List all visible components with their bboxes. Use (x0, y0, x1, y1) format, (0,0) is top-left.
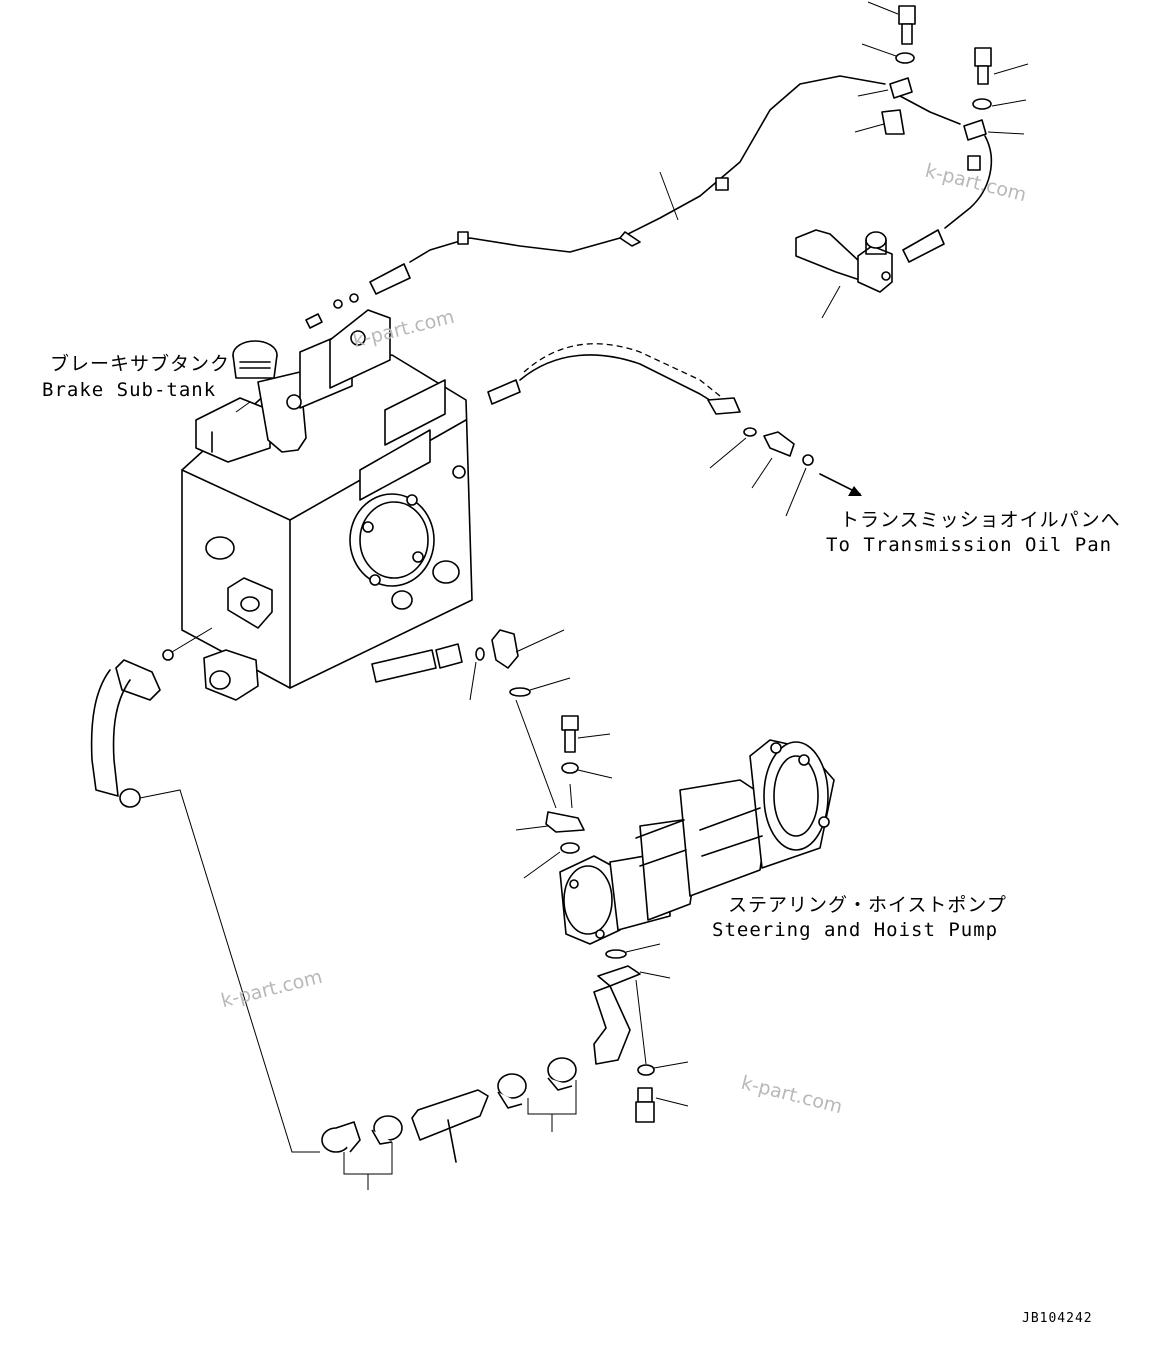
tank-fittings (235, 293, 359, 413)
transmission-hose (487, 343, 862, 517)
suction-pipe (90, 659, 320, 1153)
pump-label-jp: ステアリング・ホイストポンプ (728, 894, 1007, 916)
pump-inlet-hose-fittings (371, 629, 613, 879)
pump-suction-elbow (593, 943, 689, 1123)
hose-and-clamps (321, 1057, 577, 1190)
tube-clamp-hardware (854, 1, 1029, 171)
valve-bracket (795, 229, 893, 319)
brake-subtank-label-jp: ブレーキサブタンク (50, 353, 231, 375)
brake-subtank-label-en: Brake Sub-tank (42, 379, 217, 401)
steering-hoist-pump (559, 739, 835, 945)
drawing-code: JB104242 (1022, 1311, 1093, 1326)
pump-label-en: Steering and Hoist Pump (712, 919, 999, 941)
brake-subtank (162, 309, 473, 701)
transmission-label-en: To Transmission Oil Pan (826, 534, 1113, 556)
brake-tube (369, 75, 993, 295)
transmission-label-jp: トランスミッショオイルパンへ (840, 509, 1121, 531)
